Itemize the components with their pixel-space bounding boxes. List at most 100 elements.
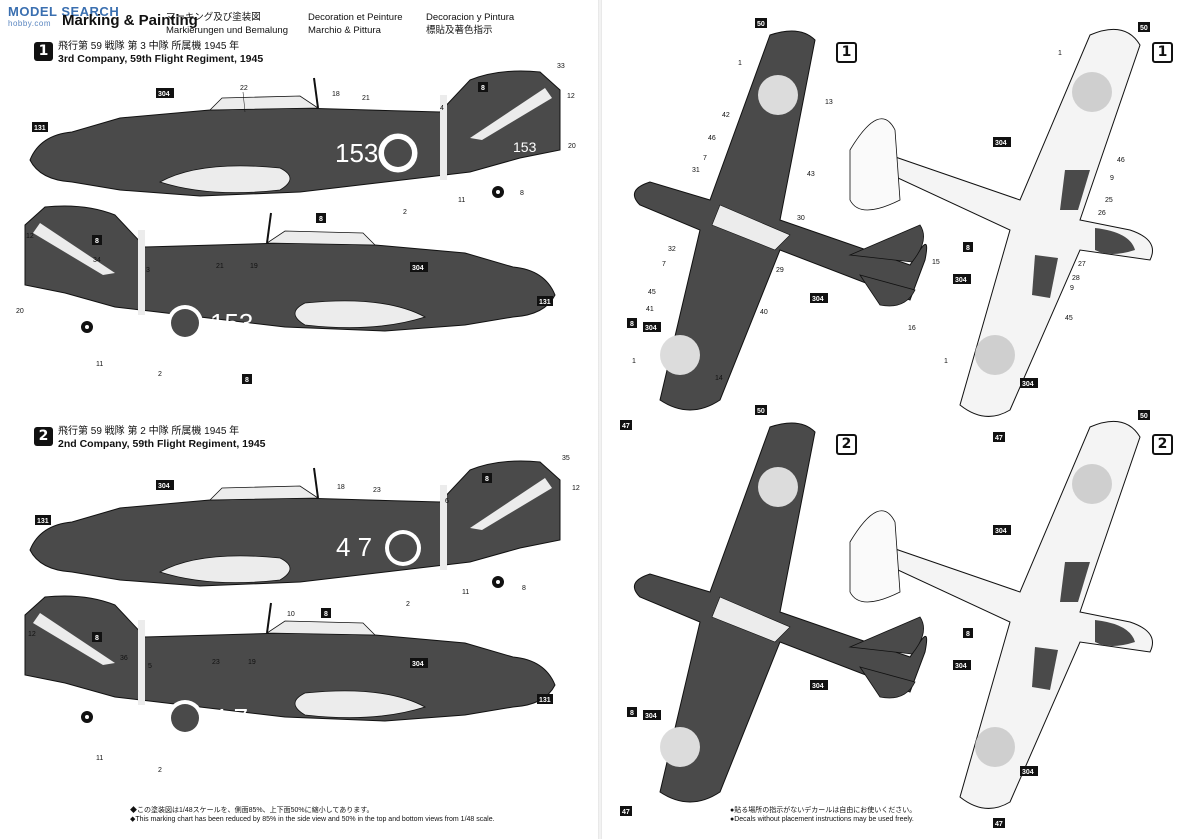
svg-text:304: 304 — [1022, 769, 1034, 776]
tag-304-tv2: 304 — [810, 680, 828, 690]
tag-304-uv2b: 304 — [953, 660, 971, 670]
footnote-right: ●貼る場所の指示がないデカールは自由にお使いください。 ●Decals with… — [730, 806, 916, 824]
tag-8-s1bot-a: 8 — [92, 235, 102, 245]
title-italian: Marchio & Pittura — [308, 25, 381, 36]
footnote-right-ja: ●貼る場所の指示がないデカールは自由にお使いください。 — [730, 807, 917, 814]
title-french: Decoration et Peinture — [308, 12, 403, 23]
svg-text:46: 46 — [1117, 157, 1125, 164]
svg-text:1: 1 — [738, 60, 742, 67]
svg-text:8: 8 — [966, 245, 970, 252]
tag-304-s1top: 304 — [156, 88, 174, 98]
watermark-subtext: hobby.com — [8, 19, 52, 28]
scheme-1-title-en: 3rd Company, 59th Flight Regiment, 1945 — [58, 53, 264, 65]
callouts-s1-top: 22 18 21 4 33 12 20 2 11 8 — [240, 63, 576, 216]
tag-131-s2bot: 131 — [537, 694, 553, 704]
svg-text:11: 11 — [458, 197, 465, 204]
tag-304-s1bot: 304 — [410, 262, 428, 272]
tag-304-s2bot: 304 — [410, 658, 428, 668]
tag-50-tv2: 50 — [755, 405, 767, 415]
footnote-left: ◆この塗装図は1/48スケールを、側面85%、上下面50%に縮小してあります。 … — [130, 806, 495, 824]
tag-50-uv2: 50 — [1138, 410, 1150, 420]
svg-text:27: 27 — [1078, 261, 1086, 268]
scheme-1-badge: 1 — [34, 42, 53, 61]
tag-8-tv2: 8 — [627, 707, 637, 717]
tag-304-uv2c: 304 — [1020, 766, 1038, 776]
svg-text:41: 41 — [646, 306, 654, 313]
svg-text:12: 12 — [28, 631, 36, 638]
page-title: Marking & Painting — [62, 12, 198, 29]
scheme-2-badge: 2 — [34, 427, 53, 446]
svg-text:50: 50 — [1140, 25, 1148, 32]
svg-text:28: 28 — [1072, 275, 1080, 282]
scheme-1-side-right — [25, 206, 555, 333]
tag-304-uv1a: 304 — [993, 137, 1011, 147]
tag-131-s2top: 131 — [35, 515, 51, 525]
svg-text:304: 304 — [995, 140, 1007, 147]
page-fold — [598, 0, 602, 839]
svg-text:36: 36 — [120, 655, 128, 662]
top-view-1-badge: 1 — [836, 42, 857, 63]
svg-text:4: 4 — [440, 105, 444, 112]
watermark-text: MODEL SEARCH — [8, 4, 120, 19]
svg-text:304: 304 — [412, 265, 424, 272]
svg-text:21: 21 — [216, 263, 224, 270]
svg-text:12: 12 — [572, 485, 580, 492]
svg-text:304: 304 — [812, 683, 824, 690]
svg-text:31: 31 — [692, 167, 700, 174]
title-chinese: 標貼及著色指示 — [426, 25, 493, 36]
svg-text:32: 32 — [668, 246, 676, 253]
callouts-under-view: 1 46 9 25 26 27 28 9 45 1 — [944, 50, 1125, 365]
title-german: Markierungen und Bemalung — [166, 25, 288, 36]
svg-text:304: 304 — [412, 661, 424, 668]
svg-text:304: 304 — [1022, 381, 1034, 388]
under-view-1-badge: 1 — [1152, 42, 1173, 63]
svg-text:131: 131 — [539, 697, 551, 704]
tag-131-s1bot: 131 — [537, 296, 553, 306]
svg-text:304: 304 — [645, 713, 657, 720]
s2-top-code: 4 7 — [336, 532, 372, 562]
svg-text:20: 20 — [568, 143, 576, 150]
svg-text:9: 9 — [1070, 285, 1074, 292]
tag-47-uv1: 47 — [993, 432, 1005, 442]
s1-top-code: 153 — [335, 138, 378, 168]
svg-text:47: 47 — [995, 821, 1003, 828]
svg-text:23: 23 — [373, 487, 381, 494]
svg-text:35: 35 — [562, 455, 570, 462]
svg-text:8: 8 — [95, 635, 99, 642]
svg-text:22: 22 — [240, 85, 248, 92]
svg-text:1: 1 — [944, 358, 948, 365]
tag-304-s2top: 304 — [156, 480, 174, 490]
tag-304-tv2b: 304 — [643, 710, 661, 720]
footnote-left-en: ◆This marking chart has been reduced by … — [130, 816, 495, 823]
tag-304-uv1c: 304 — [1020, 378, 1038, 388]
svg-text:8: 8 — [520, 190, 524, 197]
tag-304-uv2a: 304 — [993, 525, 1011, 535]
svg-text:13: 13 — [825, 99, 833, 106]
scheme-2-title: 飛行第 59 戦隊 第 2 中隊 所属機 1945 年 2nd Company,… — [58, 425, 266, 451]
svg-text:8: 8 — [481, 85, 485, 92]
tag-8-s2top-b: 8 — [321, 608, 331, 618]
under-view-2 — [849, 420, 1153, 809]
tag-304-tv1b: 304 — [643, 322, 661, 332]
top-view-2-badge: 2 — [836, 434, 857, 455]
callouts-s2-top: 18 23 6 35 12 2 10 11 8 — [287, 455, 580, 618]
svg-text:304: 304 — [955, 663, 967, 670]
svg-text:11: 11 — [462, 589, 469, 596]
svg-text:12: 12 — [26, 233, 34, 240]
svg-text:40: 40 — [760, 309, 768, 316]
svg-text:304: 304 — [812, 296, 824, 303]
tag-8-s2top-a: 8 — [482, 473, 492, 483]
svg-text:8: 8 — [245, 377, 249, 384]
svg-text:8: 8 — [966, 631, 970, 638]
svg-text:21: 21 — [362, 95, 370, 102]
svg-text:2: 2 — [406, 601, 410, 608]
svg-text:6: 6 — [445, 498, 449, 505]
svg-text:45: 45 — [1065, 315, 1073, 322]
svg-text:1: 1 — [1058, 50, 1062, 57]
tag-131-s1top: 131 — [32, 122, 48, 132]
svg-text:8: 8 — [522, 585, 526, 592]
svg-text:131: 131 — [539, 299, 551, 306]
svg-text:12: 12 — [567, 93, 575, 100]
